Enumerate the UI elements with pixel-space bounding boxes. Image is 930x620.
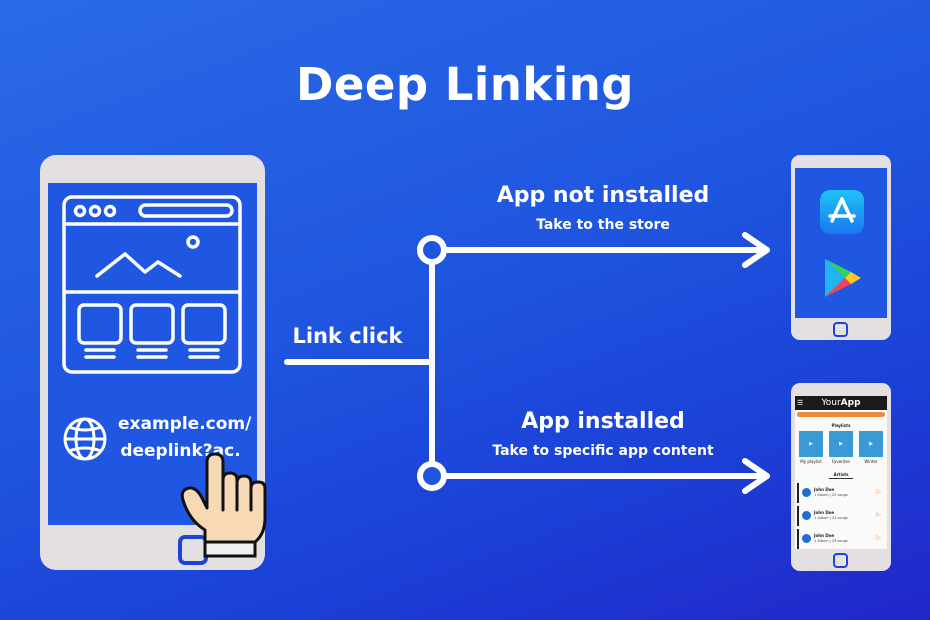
branch-node-bottom [417,461,447,491]
artist-avatar [802,534,811,543]
artist-avatar [802,488,811,497]
artist-name: John Doe [814,487,835,492]
edge-label-link-click: Link click [292,324,403,348]
artist-row[interactable]: John Doe 1 Album | 23 songs ▷ [797,529,885,549]
artist-row[interactable]: John Doe 1 Album | 23 songs ▷ [797,483,885,503]
app-name-prefix: Your [821,398,841,408]
app-phone-home-button [833,553,848,568]
play-icon[interactable]: ▷ [876,511,881,518]
branch-not-installed-label: App not installed [496,183,710,208]
playlists-heading: Playlists [831,423,851,428]
artist-meta: 1 Album | 23 songs [814,493,848,497]
playlist-label-2: Favorites [831,459,851,464]
app-phone: ☰ YourApp Playlists ▶ ▶ ▶ My playlist Fa… [791,383,891,571]
play-icon[interactable]: ▷ [876,534,881,541]
app-name-suffix: App [840,398,861,408]
menu-icon[interactable]: ☰ [797,399,804,407]
google-play-icon [825,259,861,297]
link-text-line1: example.com/ [118,414,252,434]
globe-icon [63,417,107,461]
store-phone [791,155,891,340]
app-store-icon [820,190,864,234]
play-icon: ▶ [809,441,813,447]
artists-divider [829,478,853,479]
app-phone-screen: ☰ YourApp Playlists ▶ ▶ ▶ My playlist Fa… [795,396,887,549]
artist-avatar [802,511,811,520]
playlist-tile-2[interactable]: ▶ [829,431,853,457]
artist-meta: 1 Album | 23 songs [814,516,848,520]
play-icon: ▶ [839,441,843,447]
artist-meta: 1 Album | 23 songs [814,539,848,543]
store-phone-home-button [833,322,848,337]
playlist-label-1: My playlist [800,459,822,464]
branch-node-top [417,235,447,265]
playlist-tile-3[interactable]: ▶ [859,431,883,457]
pointing-hand-icon [180,452,267,558]
branch-not-installed-sub: Take to the store [536,217,670,233]
branch-installed-label: App installed [521,409,685,434]
website-wireframe [62,195,242,374]
flow-connectors [284,232,770,494]
artist-name: John Doe [814,533,835,538]
playlist-tile-1[interactable]: ▶ [799,431,823,457]
artists-heading: Artists [833,472,849,477]
play-icon: ▶ [869,441,873,447]
app-search-bar[interactable] [797,412,885,417]
artist-row[interactable]: John Doe 1 Album | 23 songs ▷ [797,506,885,526]
branch-installed-sub: Take to specific app content [492,443,714,459]
artist-name: John Doe [814,510,835,515]
app-header: ☰ YourApp [795,396,887,410]
diagram-title: Deep Linking [295,58,634,111]
playlist-label-3: Winter [864,459,878,464]
play-icon[interactable]: ▷ [876,488,881,495]
